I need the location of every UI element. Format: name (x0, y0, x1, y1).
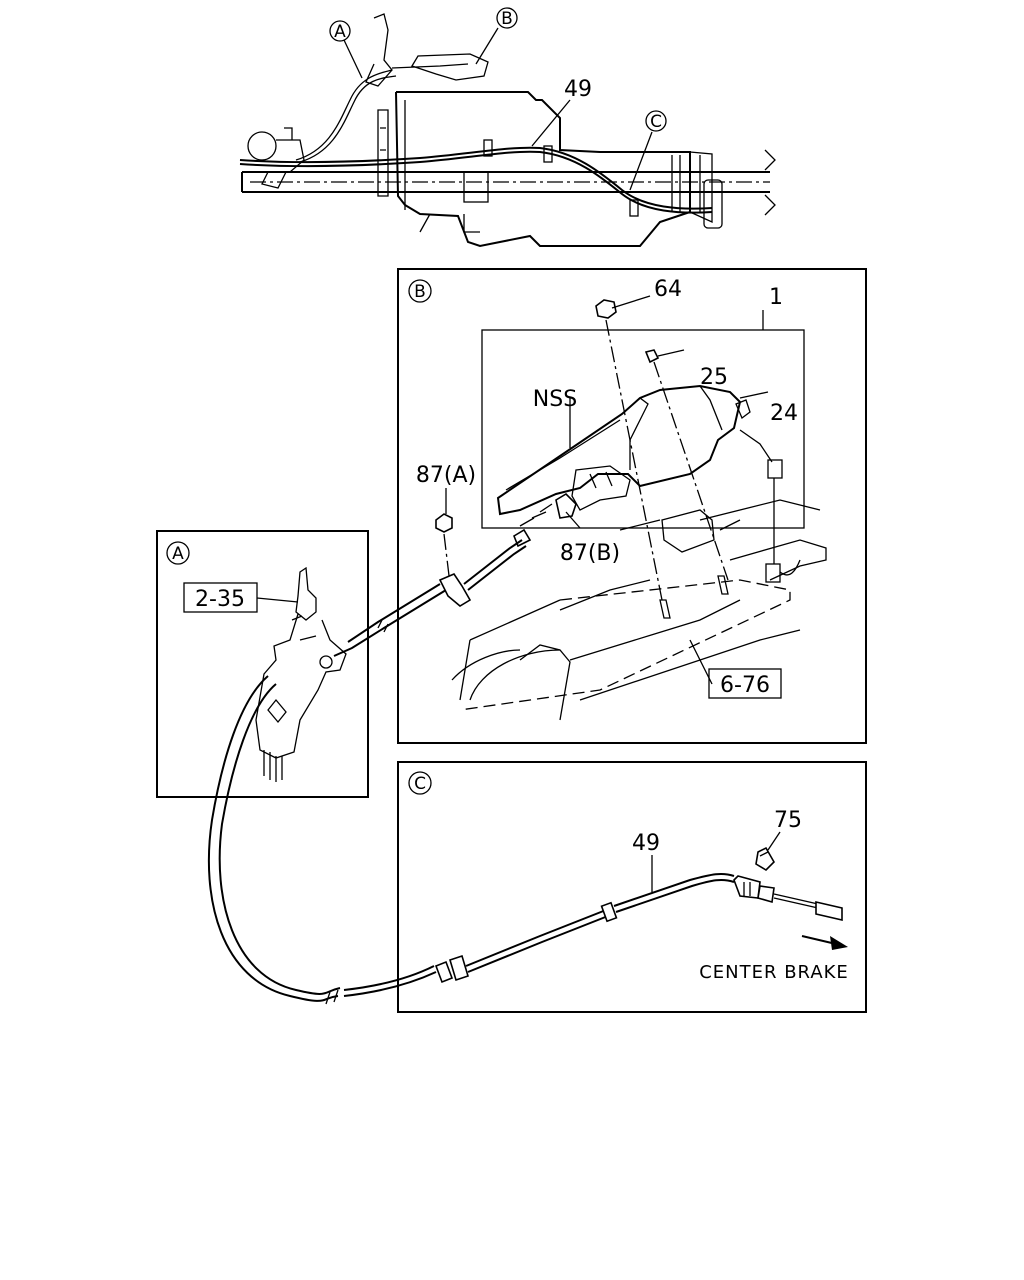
panel-b-drawing (435, 295, 827, 721)
svg-text:B: B (501, 9, 513, 29)
svg-text:A: A (334, 22, 346, 42)
assembly-1-box (481, 329, 805, 529)
part-87a-label: 87(A) (416, 463, 476, 488)
svg-text:A: A (172, 544, 184, 564)
main-cable-49 (207, 539, 527, 1005)
panel-a-drawing (255, 566, 347, 782)
overview-callout-b: B (496, 7, 518, 29)
part-87b-label: 87(B) (560, 541, 620, 566)
overview-callout-c: C (645, 110, 667, 132)
detail-panel-a (156, 530, 369, 798)
panel-b-tag: B (408, 279, 432, 303)
part-49-label: 49 (632, 831, 660, 856)
part-25-label: 25 (700, 365, 728, 390)
svg-text:C: C (650, 112, 662, 132)
vehicle-overview (239, 13, 776, 248)
svg-text:B: B (414, 282, 426, 302)
ref-2-35: 2-35 (183, 582, 258, 613)
detail-panel-c (397, 761, 867, 1013)
part-75-label: 75 (774, 808, 802, 833)
center-brake-label: CENTER BRAKE (699, 962, 849, 983)
part-1-label: 1 (769, 285, 783, 310)
nss-label: NSS (533, 387, 577, 412)
svg-text:2-35: 2-35 (195, 587, 245, 612)
detail-panel-b (397, 268, 867, 744)
panel-a-tag: A (166, 541, 190, 565)
svg-text:C: C (414, 774, 426, 794)
panel-c-tag: C (408, 771, 432, 795)
ref-6-76: 6-76 (708, 668, 782, 699)
svg-text:6-76: 6-76 (720, 673, 770, 698)
part-64-label: 64 (654, 277, 682, 302)
panel-c-drawing (434, 831, 848, 984)
overview-callout-a: A (329, 20, 351, 42)
part-24-label: 24 (770, 401, 798, 426)
overview-part-49-label: 49 (564, 77, 592, 102)
